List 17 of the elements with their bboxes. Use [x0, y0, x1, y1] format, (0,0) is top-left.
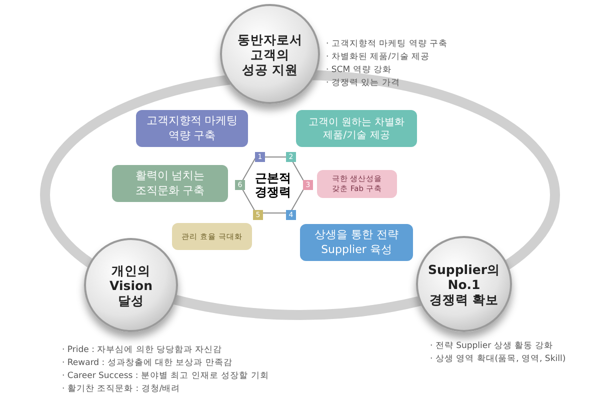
bullet-text: · 전략 Supplier 상생 활동 강화 — [430, 340, 554, 352]
bullet-text: · 활기찬 조직문화 : 경청/배려 — [62, 383, 180, 396]
strategy-card: 고객지향적 마케팅 역량 구축 — [136, 110, 248, 147]
bullet-text: · 차별화된 제품/기술 제공 — [326, 51, 430, 64]
strategy-card: 상생을 통한 전략 Supplier 육성 — [300, 224, 413, 261]
bullet-text: · Reward : 성과창출에 대한 보상과 만족감 — [62, 357, 232, 370]
bullet-text: · 경쟁력 있는 가격 — [326, 77, 400, 90]
bullet-text: · 상생 영역 확대(품목, 영역, Skill) — [430, 353, 566, 366]
sphere-badge: 동반자로서 고객의 성공 지원 — [220, 4, 320, 104]
sphere-badge: 개인의 Vision 달성 — [84, 238, 178, 332]
strategy-card: 활력이 넘치는 조직문화 구축 — [112, 165, 228, 202]
strategy-card: 고객이 원하는 차별화 제품/기술 제공 — [296, 110, 417, 147]
sphere-badge: Supplier의 No.1 경쟁력 확보 — [416, 236, 512, 332]
bullet-text: · Career Success : 분야별 최고 인재로 성장할 기회 — [62, 370, 269, 382]
bullet-text: · SCM 역량 강화 — [326, 64, 392, 76]
bullet-text: · 고객지향적 마케팅 역량 구축 — [326, 38, 448, 50]
bullet-text: · Pride : 자부심에 의한 당당함과 자신감 — [62, 344, 222, 356]
